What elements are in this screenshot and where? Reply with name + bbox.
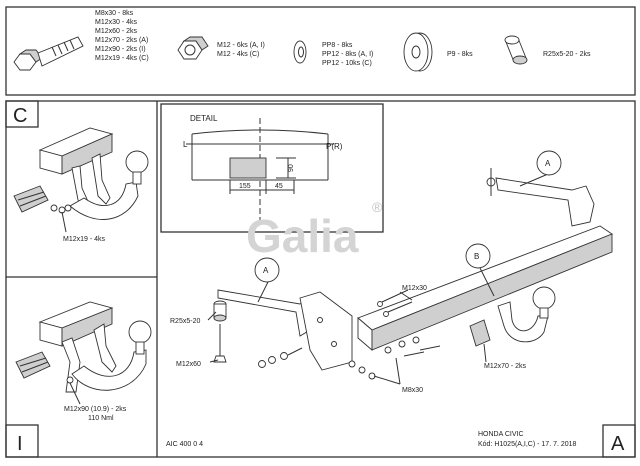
brand-watermark: Galia bbox=[246, 210, 359, 262]
detail-box: DETAIL L P(R) 155 45 90 bbox=[160, 103, 384, 233]
detail-dim-45: 45 bbox=[275, 183, 283, 190]
corner-label-c: C bbox=[13, 105, 27, 127]
hardware-panel bbox=[5, 6, 636, 96]
bolt-spec-list: M8x30 - 8ks M12x30 - 4ks M12x60 - 2ks M1… bbox=[95, 10, 149, 62]
socket-plate-c bbox=[13, 185, 49, 213]
tow-ball-main bbox=[532, 286, 556, 310]
variant-c-illustration bbox=[13, 127, 149, 233]
main-assembly bbox=[207, 168, 613, 385]
bolt-spec: M12x70 - 2ks (A) bbox=[95, 37, 148, 44]
tow-ball-i bbox=[128, 320, 152, 344]
detail-cutout bbox=[229, 157, 267, 179]
bolt-spec: M12x60 - 2ks bbox=[95, 28, 138, 35]
part-letter-b: B bbox=[474, 252, 479, 261]
detail-dim-90: 90 bbox=[288, 164, 295, 172]
detail-left-label: L bbox=[183, 140, 188, 149]
washer-spec: PP8 - 8ks bbox=[322, 42, 353, 49]
bolt-m12x60-callout: M12x60 bbox=[176, 361, 201, 368]
bolt-spec: M12x30 - 4ks bbox=[95, 19, 138, 26]
detail-dim-155: 155 bbox=[239, 183, 251, 190]
flat-washer-icon bbox=[403, 32, 433, 72]
drawing-panel bbox=[5, 100, 636, 458]
spacer-spec: R25x5-20 - 2ks bbox=[543, 51, 591, 58]
document-code: Kód: H1025(A,I,C) - 17. 7. 2018 bbox=[478, 441, 577, 448]
bolt-m12x70-callout: M12x70 - 2ks bbox=[484, 363, 527, 370]
flat-washer-spec: P9 - 8ks bbox=[447, 51, 473, 58]
label-box-c bbox=[5, 100, 39, 128]
variant-i-illustration bbox=[15, 301, 152, 405]
nut-icon bbox=[177, 36, 209, 60]
corner-label-i: I bbox=[17, 433, 23, 455]
vehicle-model: HONDA CIVIC bbox=[478, 431, 524, 438]
bolt-m8x30-callout: M8x30 bbox=[402, 387, 423, 394]
part-letter-a-top: A bbox=[545, 159, 551, 168]
washer-spec: PP12 - 10ks (C) bbox=[322, 60, 372, 67]
corner-label-a: A bbox=[611, 433, 625, 455]
bolt-spec: M12x90 - 2ks (I) bbox=[95, 46, 146, 53]
drawing-code: AIC 400 0 4 bbox=[166, 441, 203, 448]
bracket-left bbox=[217, 289, 311, 337]
detail-title: DETAIL bbox=[190, 114, 218, 123]
part-letter-a-left: A bbox=[263, 266, 269, 275]
nut-spec: M12 - 6ks (A, I) bbox=[217, 42, 265, 49]
washer-spec: PP12 - 8ks (A, I) bbox=[322, 51, 373, 58]
label-box-a bbox=[602, 424, 636, 458]
bolt-icon bbox=[13, 36, 84, 71]
side-plate-left bbox=[299, 291, 353, 371]
part-marker-a-left: A bbox=[254, 257, 280, 283]
part-marker-a-top: A bbox=[536, 150, 562, 176]
torque-callout-i: 110 Nml bbox=[88, 415, 114, 422]
detail-right-label: P(R) bbox=[326, 142, 343, 151]
bolt-m12x30-callout: M12x30 bbox=[402, 285, 427, 292]
tow-ball-c bbox=[125, 150, 149, 174]
spring-washer-icon bbox=[293, 40, 307, 64]
bolt-callout-i: M12x90 (10.9) - 2ks bbox=[64, 406, 127, 413]
nut-spec: M12 - 4ks (C) bbox=[217, 51, 259, 58]
registered-mark: ® bbox=[372, 199, 383, 215]
label-box-i bbox=[5, 424, 39, 458]
bolt-callout-c: M12x19 - 4ks bbox=[63, 236, 106, 243]
bolt-spec: M8x30 - 8ks bbox=[95, 10, 134, 17]
bolt-spec: M12x19 - 4ks (C) bbox=[95, 55, 149, 62]
spacer-icon bbox=[504, 35, 528, 65]
spacer-callout: R25x5-20 bbox=[170, 318, 200, 325]
part-marker-b: B bbox=[465, 243, 491, 269]
bracket-right bbox=[495, 177, 595, 227]
socket-plate-i bbox=[15, 351, 51, 379]
